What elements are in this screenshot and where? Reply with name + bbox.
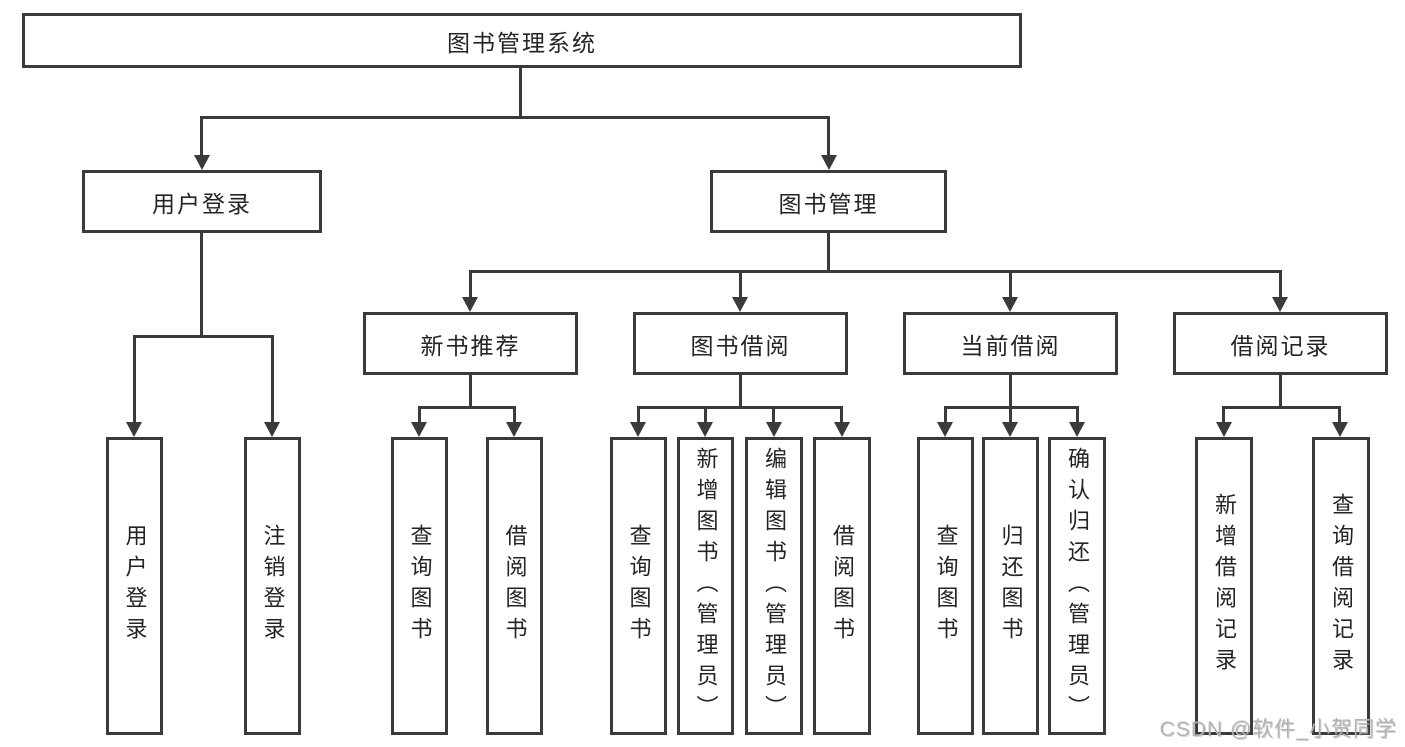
connector-line — [637, 406, 640, 423]
arrow-down-icon — [821, 155, 837, 170]
connector-line — [133, 335, 136, 422]
connector-line — [840, 406, 843, 423]
connector-line — [739, 375, 742, 408]
node-label: 图书借阅 — [690, 332, 791, 359]
connector-line — [418, 406, 421, 423]
leaf-query-books-current: 查询图书 — [917, 437, 974, 735]
connector-line — [772, 406, 775, 423]
arrow-down-icon — [937, 422, 953, 437]
node-user-login: 用户登录 — [82, 170, 322, 233]
connector-line — [200, 116, 830, 119]
connector-line — [1279, 270, 1282, 298]
connector-line — [1076, 406, 1079, 423]
arrow-down-icon — [1272, 297, 1288, 312]
leaf-label: 查询图书 — [933, 524, 959, 648]
arrow-down-icon — [766, 422, 782, 437]
connector-line — [1009, 406, 1012, 423]
node-label: 当前借阅 — [960, 332, 1061, 359]
leaf-label: 归还图书 — [998, 524, 1024, 648]
connector-line — [469, 375, 472, 408]
node-label: 图书管理系统 — [447, 29, 597, 56]
connector-line — [418, 406, 516, 409]
arrow-down-icon — [411, 422, 427, 437]
node-label: 借阅记录 — [1230, 332, 1331, 359]
arrow-down-icon — [1002, 297, 1018, 312]
leaf-edit-book-admin: 编辑图书（管理员） — [745, 437, 803, 735]
connector-line — [739, 270, 742, 298]
connector-line — [200, 233, 203, 337]
connector-line — [519, 68, 522, 118]
leaf-label: 查询借阅记录 — [1329, 493, 1354, 679]
node-book-borrow: 图书借阅 — [633, 312, 848, 375]
leaf-add-book-admin: 新增图书（管理员） — [677, 437, 734, 735]
node-new-book-recommend: 新书推荐 — [363, 312, 578, 375]
connector-line — [271, 335, 274, 422]
arrow-down-icon — [506, 422, 522, 437]
arrow-down-icon — [834, 422, 850, 437]
arrow-down-icon — [1002, 422, 1018, 437]
leaf-label: 新增借阅记录 — [1212, 493, 1237, 679]
connector-line — [469, 270, 472, 298]
leaf-borrow-books-newbook: 借阅图书 — [486, 437, 543, 735]
leaf-logout: 注销登录 — [244, 437, 301, 735]
arrow-down-icon — [194, 155, 210, 170]
leaf-label: 新增图书（管理员） — [693, 446, 719, 726]
connector-line — [944, 406, 947, 423]
connector-line — [513, 406, 516, 423]
connector-line — [1279, 375, 1282, 408]
connector-line — [133, 335, 274, 338]
leaf-add-borrow-record: 新增借阅记录 — [1195, 437, 1253, 735]
arrow-down-icon — [630, 422, 646, 437]
arrow-down-icon — [1332, 422, 1348, 437]
leaf-label: 确认归还（管理员） — [1065, 446, 1090, 726]
leaf-borrow-books-borrow: 借阅图书 — [813, 437, 871, 735]
connector-line — [469, 270, 1281, 273]
connector-line — [1338, 406, 1341, 423]
leaf-user-login: 用户登录 — [106, 437, 163, 735]
node-label: 图书管理 — [778, 190, 879, 217]
connector-line — [827, 116, 830, 156]
leaf-label: 借阅图书 — [502, 524, 528, 648]
leaf-confirm-return-admin: 确认归还（管理员） — [1048, 437, 1106, 735]
arrow-down-icon — [697, 422, 713, 437]
arrow-down-icon — [126, 422, 142, 437]
connector-line — [637, 406, 843, 409]
node-label: 新书推荐 — [420, 332, 521, 359]
node-label: 用户登录 — [152, 190, 252, 217]
leaf-label: 编辑图书（管理员） — [762, 446, 787, 726]
arrow-down-icon — [1069, 422, 1085, 437]
node-book-management: 图书管理 — [710, 170, 947, 233]
arrow-down-icon — [1216, 422, 1232, 437]
arrow-down-icon — [264, 422, 280, 437]
node-current-borrow: 当前借阅 — [903, 312, 1118, 375]
connector-line — [1222, 406, 1341, 409]
connector-line — [827, 233, 830, 272]
connector-line — [704, 406, 707, 423]
leaf-label: 查询图书 — [407, 524, 433, 648]
leaf-label: 借阅图书 — [830, 524, 855, 648]
connector-line — [1222, 406, 1225, 423]
csdn-watermark: CSDN @软件_小贺同学 — [1159, 718, 1397, 741]
leaf-label: 用户登录 — [122, 524, 148, 648]
node-system-root: 图书管理系统 — [22, 13, 1022, 68]
leaf-query-books-newbook: 查询图书 — [391, 437, 448, 735]
leaf-query-borrow-record: 查询借阅记录 — [1312, 437, 1370, 735]
connector-line — [200, 116, 203, 156]
arrow-down-icon — [732, 297, 748, 312]
node-borrow-records: 借阅记录 — [1173, 312, 1388, 375]
connector-line — [1009, 270, 1012, 298]
leaf-label: 注销登录 — [260, 524, 286, 648]
connector-line — [1009, 375, 1012, 408]
leaf-query-books-borrow: 查询图书 — [610, 437, 667, 735]
arrow-down-icon — [462, 297, 478, 312]
leaf-label: 查询图书 — [626, 524, 652, 648]
leaf-return-book: 归还图书 — [982, 437, 1039, 735]
